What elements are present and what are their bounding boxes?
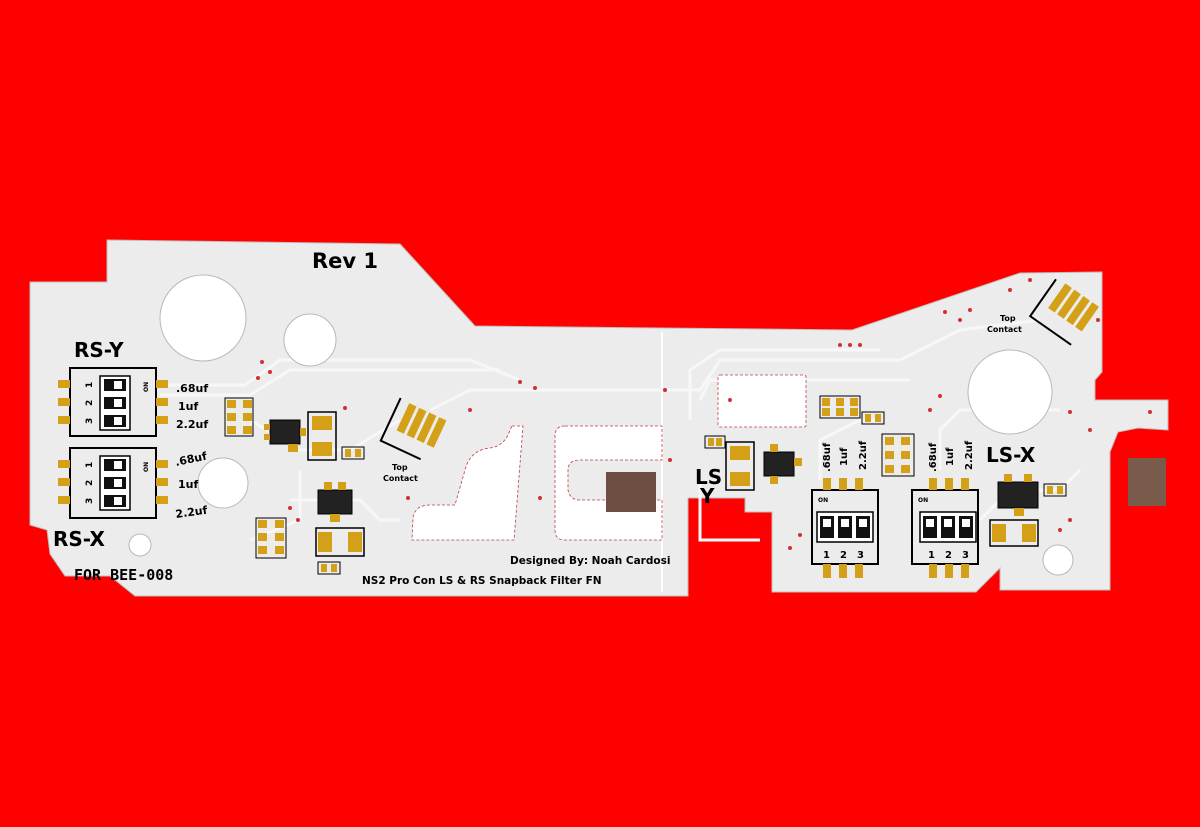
mounting-holes xyxy=(128,274,1074,576)
top-contact-left-label-1: Top xyxy=(392,463,408,472)
rs-y-cap-1-label: .68uf xyxy=(176,382,208,395)
board-id-label: FOR BEE-008 xyxy=(74,566,173,584)
left-resistor-bottom xyxy=(315,527,365,557)
ls-y-label-line1: LS xyxy=(695,465,722,489)
mounting-hole-large-left xyxy=(159,274,247,362)
mid-capacitor-array xyxy=(819,395,885,425)
left-transistor-bottom xyxy=(317,482,353,522)
left-small-cap-bottom xyxy=(317,561,341,575)
dip-pos-2-label: 2 xyxy=(840,550,847,561)
right-small-cap xyxy=(1043,483,1067,497)
dip-on-label: ON xyxy=(143,382,150,392)
dip-on-label: ON xyxy=(818,497,828,504)
top-contact-right xyxy=(1028,278,1099,346)
dip-switch-ls-x: ON 1 2 3 xyxy=(911,478,979,578)
dip-pos-2-label: 2 xyxy=(85,480,95,486)
ls-y-cap-1-label: .68uf xyxy=(822,442,833,472)
dip-pos-3-label: 3 xyxy=(85,418,95,424)
dip-pos-1-label: 1 xyxy=(928,550,935,561)
rs-y-cap-3-label: 2.2uf xyxy=(176,418,208,431)
mid-small-cap xyxy=(704,435,726,449)
dip-on-label: ON xyxy=(143,462,150,472)
right-small-cap-pad xyxy=(1057,486,1063,494)
dip-pos-1-label: 1 xyxy=(823,550,830,561)
mounting-hole-large-right xyxy=(967,349,1053,435)
ls-y-cap-3-label: 2.2uf xyxy=(858,440,869,470)
ls-y-label-line2: Y xyxy=(699,484,715,508)
rs-x-cap-3-label: 2.2uf xyxy=(175,504,209,521)
mounting-hole-tiny-right xyxy=(1042,544,1074,576)
left-small-cap-pad xyxy=(321,564,327,572)
right-resistor xyxy=(989,519,1039,547)
mid-transistor xyxy=(763,444,802,484)
left-small-cap xyxy=(341,446,365,460)
top-contact-right-label-1: Top xyxy=(1000,314,1016,323)
dip-on-label: ON xyxy=(918,497,928,504)
pcb-vias xyxy=(256,278,1152,550)
cutout-contact-pad xyxy=(606,472,656,512)
mid-small-cap-pad xyxy=(708,438,714,446)
dip-pos-3-label: 3 xyxy=(85,498,95,504)
mounting-hole-mid-left xyxy=(197,457,249,509)
left-small-cap-pad xyxy=(331,564,337,572)
right-small-cap-pad xyxy=(1047,486,1053,494)
ls-x-cap-1-label: .68uf xyxy=(928,442,939,472)
ls-y-cap-2-label: 1uf xyxy=(839,447,850,466)
dip-pos-2-label: 2 xyxy=(85,400,95,406)
right-capacitor-array xyxy=(881,433,915,477)
revision-label: Rev 1 xyxy=(312,249,378,273)
dip-pos-1-label: 1 xyxy=(85,462,95,468)
top-contact-right-label-2: Contact xyxy=(987,325,1022,334)
left-transistor-top xyxy=(264,419,306,452)
top-contact-left xyxy=(379,397,447,461)
rs-x-cap-2-label: 1uf xyxy=(178,478,198,491)
right-transistor xyxy=(997,474,1039,516)
mid-small-cap-pad xyxy=(716,438,722,446)
left-capacitor-array-bottom xyxy=(255,517,287,559)
dip-switch-rs-y: 1 2 3 ON xyxy=(58,367,168,437)
dip-pos-3-label: 3 xyxy=(857,550,864,561)
rs-x-header: RS-X xyxy=(53,527,105,551)
mounting-hole-tiny-left xyxy=(128,533,152,557)
ls-x-cap-2-label: 1uf xyxy=(945,447,956,466)
left-small-cap-pad xyxy=(345,449,351,457)
product-title: NS2 Pro Con LS & RS Snapback Filter FN xyxy=(362,575,602,587)
dip-pos-2-label: 2 xyxy=(945,550,952,561)
ls-x-cap-3-label: 2.2uf xyxy=(964,440,975,470)
ls-x-header: LS-X xyxy=(986,443,1036,467)
top-contact-left-label-2: Contact xyxy=(383,474,418,483)
left-small-cap-pad xyxy=(355,449,361,457)
left-capacitor-array-top xyxy=(224,397,254,437)
mounting-hole-small-left xyxy=(283,313,337,367)
dip-pos-3-label: 3 xyxy=(962,550,969,561)
rs-y-cap-2-label: 1uf xyxy=(178,400,198,413)
rs-y-header: RS-Y xyxy=(74,338,124,362)
dip-pos-1-label: 1 xyxy=(85,382,95,388)
designer-credit: Designed By: Noah Cardosi xyxy=(510,555,670,567)
dip-switch-ls-y: ON 1 2 3 xyxy=(811,478,879,578)
left-resistor-top xyxy=(307,411,337,461)
dip-switch-rs-x: 1 2 3 ON xyxy=(58,447,168,519)
mid-resistor xyxy=(725,441,755,491)
